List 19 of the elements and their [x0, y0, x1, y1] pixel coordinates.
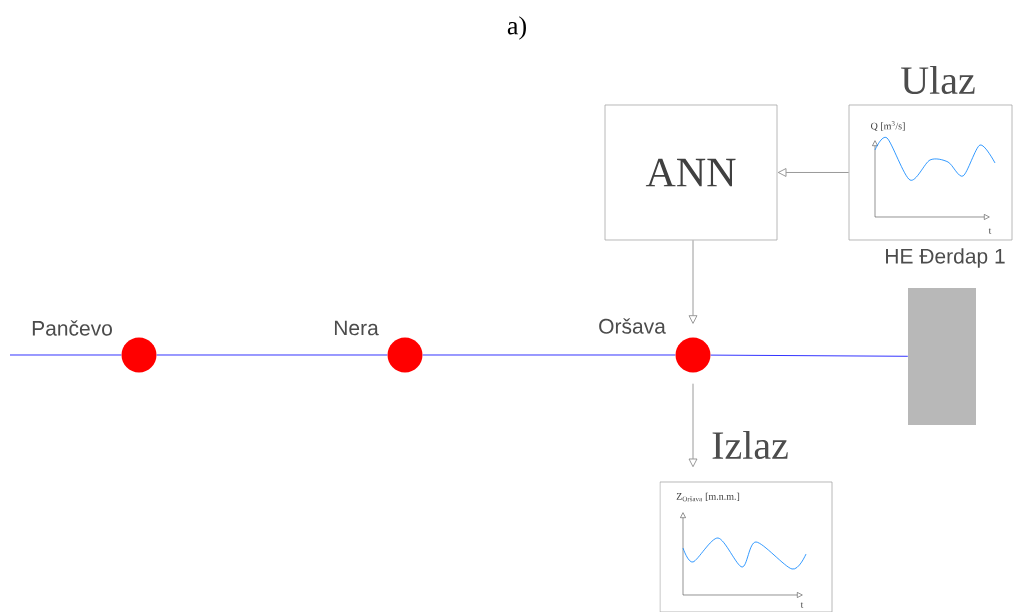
- heading: Izlaz: [712, 430, 788, 460]
- river-line: [422, 354, 676, 356]
- axis-label: Q [m$^{3}$/s]: [871, 121, 905, 131]
- axis-label: Z$_{Oršava}$ [m.n.m.]: [676, 492, 740, 502]
- title: a): [507, 16, 526, 40]
- process-box: ANN: [604, 104, 778, 241]
- axis-label: t: [800, 602, 804, 608]
- river-line: [156, 354, 388, 356]
- arrow: [777, 168, 849, 177]
- arrow: [688, 383, 698, 468]
- heading: Ulaz: [901, 65, 975, 95]
- axis-label: t: [988, 228, 992, 234]
- station-label: Pančevo: [32, 320, 112, 336]
- station-label: Nera: [334, 320, 379, 336]
- river-line: [710, 354, 909, 357]
- dam-label: HE Đerdap 1: [886, 248, 1005, 268]
- station-label: Oršava: [599, 318, 666, 334]
- arrow: [688, 240, 698, 324]
- river-line: [9, 354, 122, 356]
